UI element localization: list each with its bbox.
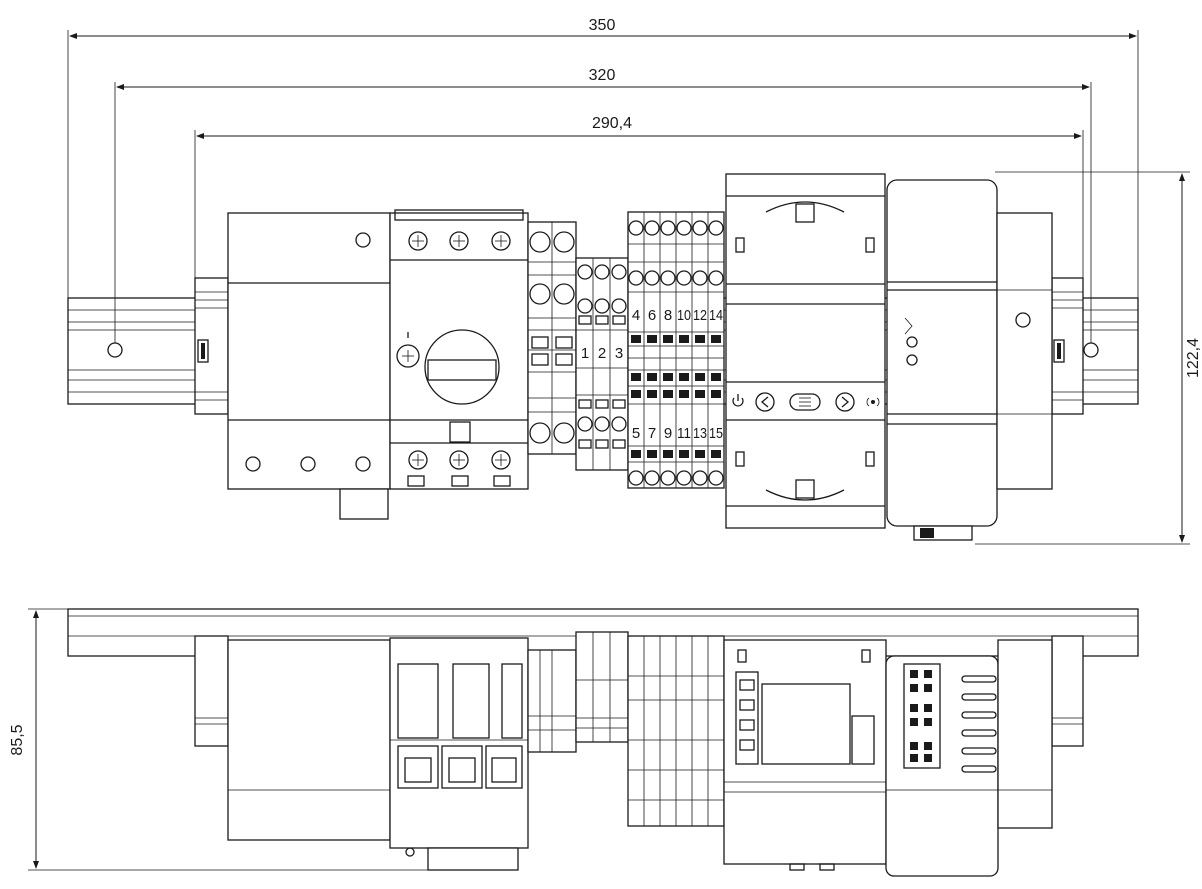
- dimension-label-85-5: 85,5: [9, 724, 26, 755]
- terminal-number: 4: [632, 307, 640, 324]
- controller-module-side: [723, 639, 887, 871]
- chevron-left-icon: [755, 392, 775, 412]
- power-supply-module: [886, 179, 998, 541]
- terminal-number: 7: [648, 425, 656, 442]
- terminal-numbers-a: 1 2 3: [581, 345, 623, 362]
- terminal-numbers-c: 5 7 9 11 13 15: [632, 425, 723, 442]
- terminal-blocks-side: [527, 631, 725, 827]
- rail-adapter-right: [996, 212, 1053, 490]
- vent-slots-icon: [961, 675, 997, 773]
- end-stop-left-side: [194, 635, 229, 747]
- motor-protection-switch-side: [227, 637, 529, 871]
- terminal-number: 12: [693, 307, 707, 324]
- end-stop-right-side: [1051, 635, 1084, 747]
- terminal-number: 1: [581, 345, 589, 362]
- side-view: [67, 608, 1139, 877]
- power-icon: [732, 394, 744, 407]
- terminal-clamp-icons: [628, 220, 724, 486]
- menu-icon: [789, 393, 821, 411]
- controller-module: [725, 173, 886, 529]
- dimension-label-290-4: 290,4: [592, 115, 632, 132]
- terminal-number: 3: [615, 345, 623, 362]
- motor-protection-switch: [227, 209, 529, 520]
- terminal-block-a: [527, 221, 577, 455]
- front-view: 1 2 3: [67, 173, 1139, 541]
- terminal-number: 8: [664, 307, 672, 324]
- test-button-icon: [396, 344, 420, 368]
- rail-adapter-right-side: [997, 639, 1053, 829]
- dimension-label-350: 350: [589, 17, 616, 34]
- power-supply-module-side: [885, 655, 999, 877]
- rotary-handle-icon: [424, 329, 500, 405]
- terminal-number: 6: [648, 307, 656, 324]
- terminal-block-b: [575, 257, 629, 471]
- end-stop-left: [194, 277, 229, 415]
- chevron-right-icon: [835, 392, 855, 412]
- terminal-number: 11: [677, 425, 691, 442]
- terminal-number: 14: [709, 307, 723, 324]
- screw-terminal-icons: [408, 231, 511, 470]
- terminal-number: 2: [598, 345, 606, 362]
- terminal-number: 15: [709, 425, 723, 442]
- terminal-number: 10: [677, 307, 691, 324]
- dimension-lines: [28, 30, 1190, 871]
- dimension-label-122-4: 122,4: [1185, 338, 1202, 378]
- terminal-number: 5: [632, 425, 640, 442]
- dimension-label-320: 320: [589, 67, 616, 84]
- terminal-numbers-b: 4 6 8 10 12 14: [632, 307, 723, 324]
- end-stop-right: [1051, 277, 1084, 415]
- terminal-block-c: [627, 211, 725, 489]
- wireless-icon: [866, 397, 880, 407]
- terminal-number: 13: [693, 425, 707, 442]
- terminal-number: 9: [664, 425, 672, 442]
